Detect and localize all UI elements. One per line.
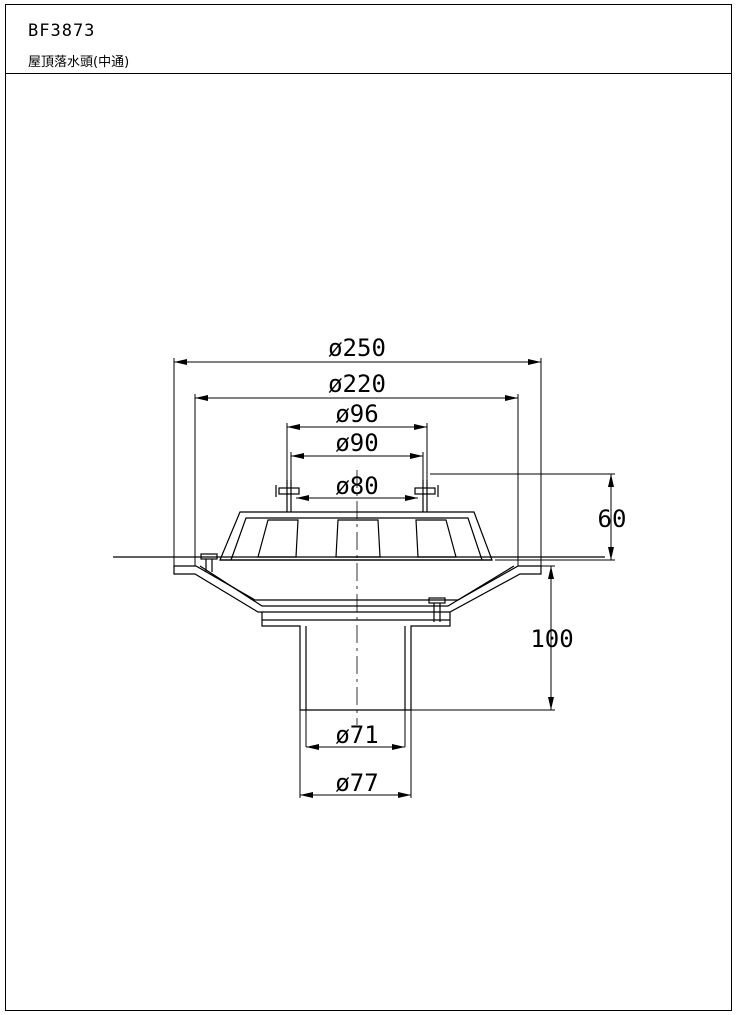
dimension-labels: ø250 ø220 ø96 ø90 ø80 60 100 ø71 ø77 <box>328 334 626 797</box>
screw-body <box>428 597 446 622</box>
dim-60: 60 <box>598 505 627 533</box>
drawing-sheet: BF3873 屋頂落水頭(中通) <box>5 4 732 1011</box>
strainer-slot <box>257 519 299 558</box>
flange-inner-line <box>199 565 515 607</box>
dim-220: ø220 <box>328 370 386 398</box>
dome-outline <box>219 511 493 561</box>
dome-inner <box>230 517 483 561</box>
drain-body <box>113 470 605 725</box>
screw-flange <box>200 553 218 572</box>
bolt-right <box>414 480 439 512</box>
dim-90: ø90 <box>335 429 378 457</box>
title-block: BF3873 屋頂落水頭(中通) <box>6 5 731 74</box>
model-number: BF3873 <box>28 21 96 41</box>
outer-flange <box>173 565 542 613</box>
product-name: 屋頂落水頭(中通) <box>28 55 130 70</box>
dim-250: ø250 <box>328 334 386 362</box>
body-lower <box>261 612 451 711</box>
dim-77: ø77 <box>335 769 378 797</box>
strainer-slot <box>415 519 457 558</box>
dim-80: ø80 <box>335 472 378 500</box>
strainer-slot <box>335 519 381 558</box>
dim-71: ø71 <box>335 721 378 749</box>
dim-100: 100 <box>530 625 573 653</box>
bolt-left <box>275 480 300 512</box>
dim-96: ø96 <box>335 400 378 428</box>
dimension-lines <box>173 358 615 798</box>
